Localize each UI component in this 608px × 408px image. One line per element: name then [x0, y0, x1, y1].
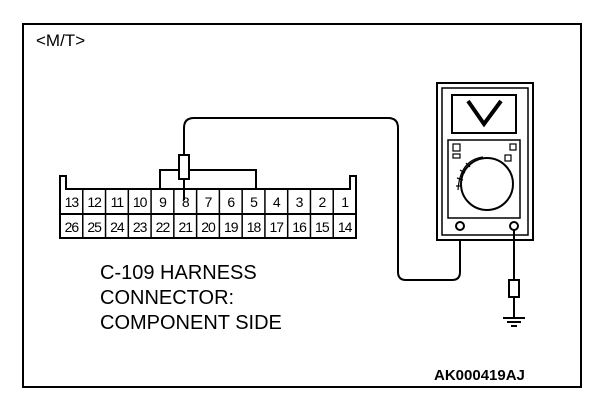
connector-key: [159, 169, 257, 189]
pin-label-12: 12: [87, 194, 102, 210]
ground-lead: [503, 230, 525, 327]
figure-code: AK000419AJ: [434, 367, 525, 384]
pin-label-25: 25: [87, 219, 102, 235]
pin-label-22: 22: [156, 219, 171, 235]
test-probe: [178, 117, 461, 281]
pin-label-26: 26: [65, 219, 80, 235]
pin-label-1: 1: [341, 194, 349, 210]
pin-label-3: 3: [296, 194, 304, 210]
caption-line-3: COMPONENT SIDE: [100, 312, 282, 334]
terminal-positive: [455, 221, 465, 231]
pin-label-18: 18: [247, 219, 262, 235]
pin-label-16: 16: [292, 219, 307, 235]
pin-label-7: 7: [205, 194, 213, 210]
pin-label-2: 2: [318, 194, 326, 210]
voltmeter: [436, 82, 534, 241]
pin-label-21: 21: [178, 219, 193, 235]
voltage-v-icon: [466, 99, 503, 128]
pin-label-9: 9: [159, 194, 167, 210]
pin-label-15: 15: [315, 219, 330, 235]
pin-label-23: 23: [133, 219, 148, 235]
selector-dial: [460, 157, 514, 211]
terminal-negative: [509, 221, 519, 231]
pin-label-6: 6: [227, 194, 235, 210]
pin-label-5: 5: [250, 194, 258, 210]
caption-line-2: CONNECTOR:: [100, 287, 234, 309]
pin-label-19: 19: [224, 219, 239, 235]
probe-lead-wire: [183, 117, 461, 281]
pin-label-14: 14: [338, 219, 353, 235]
pin-label-13: 13: [65, 194, 80, 210]
caption-line-1: C-109 HARNESS: [100, 262, 257, 284]
pin-label-10: 10: [133, 194, 148, 210]
variant-label: <M/T>: [36, 31, 85, 50]
pin-label-24: 24: [110, 219, 125, 235]
pin-label-20: 20: [201, 219, 216, 235]
pin-label-8: 8: [182, 194, 190, 210]
pin-label-17: 17: [270, 219, 285, 235]
pin-label-11: 11: [111, 194, 125, 210]
pin-label-4: 4: [273, 194, 281, 210]
